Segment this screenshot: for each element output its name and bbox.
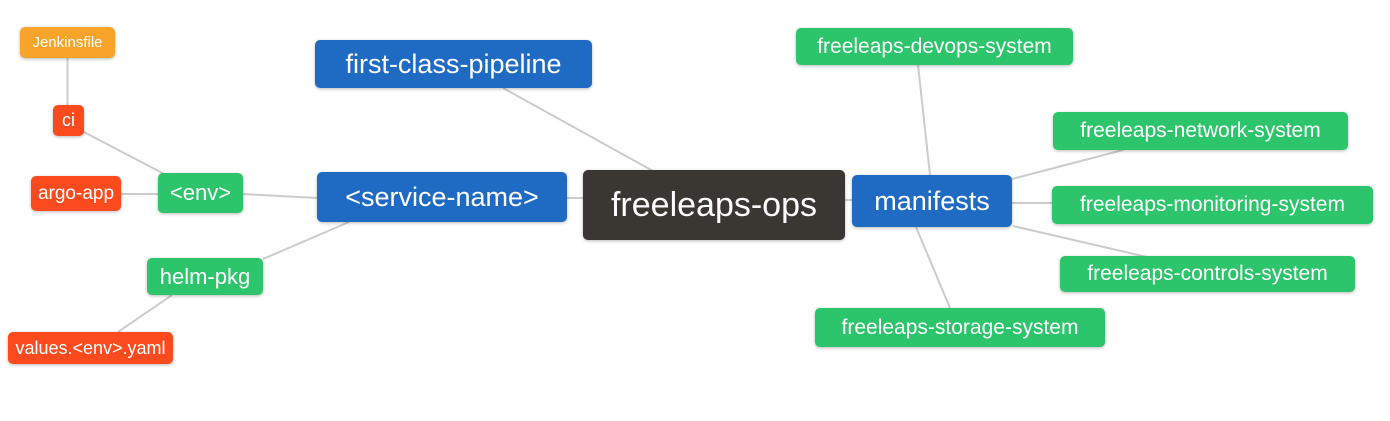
- edge-service-name-helm-pkg: [262, 221, 350, 260]
- node-freeleaps-devops-system[interactable]: freeleaps-devops-system: [796, 28, 1073, 65]
- node-ci[interactable]: ci: [53, 105, 84, 136]
- edge-ci-env: [81, 130, 169, 177]
- node-helm-pkg[interactable]: helm-pkg: [147, 258, 263, 295]
- node-jenkinsfile[interactable]: Jenkinsfile: [20, 27, 115, 58]
- edge-helm-pkg-values: [117, 294, 173, 333]
- node-freeleaps-ops[interactable]: freeleaps-ops: [583, 170, 845, 240]
- edge-pipeline-ops: [502, 87, 654, 172]
- edge-manifests-network: [1011, 149, 1124, 180]
- node-freeleaps-controls-system[interactable]: freeleaps-controls-system: [1060, 256, 1355, 292]
- node-first-class-pipeline[interactable]: first-class-pipeline: [315, 40, 592, 88]
- edge-manifests-controls: [1012, 225, 1148, 258]
- node-service-name[interactable]: <service-name>: [317, 172, 567, 222]
- edge-manifests-devops: [917, 64, 931, 176]
- node-freeleaps-network-system[interactable]: freeleaps-network-system: [1053, 112, 1348, 150]
- node-manifests[interactable]: manifests: [852, 175, 1012, 227]
- node-argo-app[interactable]: argo-app: [31, 176, 121, 211]
- node-env[interactable]: <env>: [158, 173, 243, 213]
- node-freeleaps-monitoring-system[interactable]: freeleaps-monitoring-system: [1052, 186, 1373, 224]
- node-freeleaps-storage-system[interactable]: freeleaps-storage-system: [815, 308, 1105, 347]
- edge-env-service-name: [242, 193, 318, 199]
- node-values-env-yaml[interactable]: values.<env>.yaml: [8, 332, 173, 364]
- edge-manifests-storage: [915, 226, 951, 309]
